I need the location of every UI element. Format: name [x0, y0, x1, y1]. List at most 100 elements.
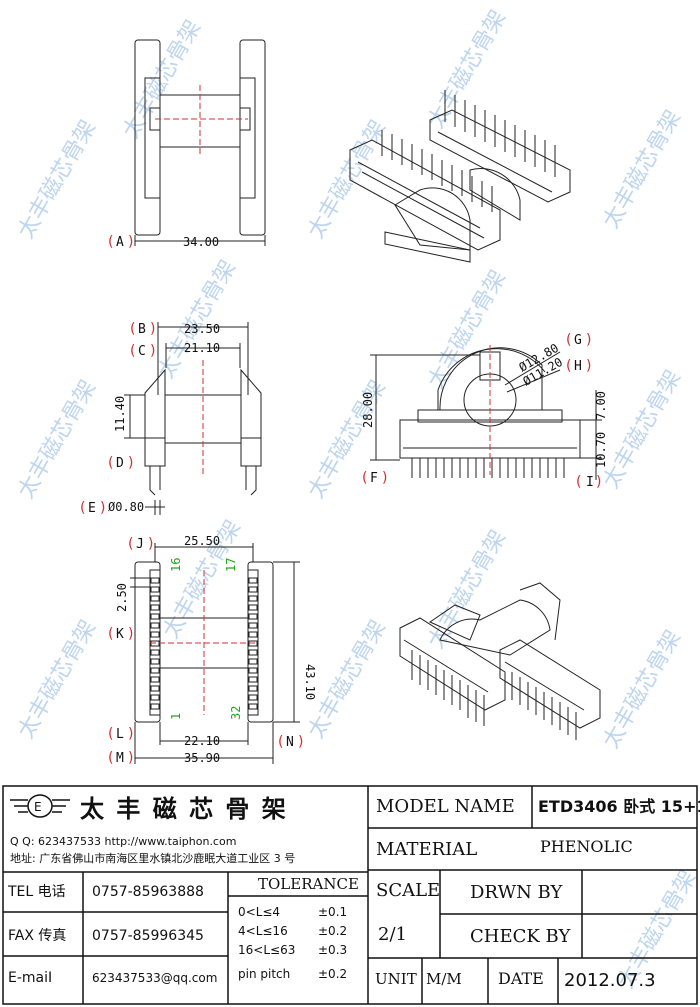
svg-text:): ) [298, 734, 303, 750]
label-f: F [370, 471, 378, 486]
svg-text:(: ( [130, 321, 135, 337]
scale-label: SCALE [376, 880, 440, 901]
watermark-15: 太丰磁芯骨架 [599, 626, 687, 753]
svg-text:): ) [382, 470, 387, 486]
email-label: E-maiI [8, 970, 52, 986]
drawn-by-label: DRWN BY [470, 882, 563, 903]
svg-text:): ) [128, 726, 133, 742]
pin-label-16: 16 [169, 558, 183, 572]
svg-text:): ) [128, 455, 133, 471]
svg-text:(: ( [362, 470, 367, 486]
svg-text:): ) [128, 626, 133, 642]
svg-text:): ) [148, 536, 153, 552]
pin-label-32: 32 [229, 706, 243, 720]
svg-text:(: ( [108, 234, 113, 250]
dim-7: 7.00 [594, 391, 608, 420]
iso-view-bottom [399, 582, 601, 740]
tol-value-3: ±0.3 [318, 943, 347, 957]
unit-label: UNIT [375, 970, 417, 988]
label-a: A [116, 235, 124, 250]
label-n: N [286, 735, 294, 750]
tel-value: 0757-85963888 [92, 884, 204, 900]
svg-text:): ) [150, 321, 155, 337]
material-value: PHENOLIC [540, 837, 633, 856]
watermark-6: 太丰磁芯骨架 [14, 376, 102, 503]
label-l: L [116, 727, 124, 742]
dim-11-40: 11.40 [113, 396, 127, 432]
check-by-label: CHECK BY [470, 926, 571, 947]
scale-value: 2/1 [378, 924, 407, 945]
view-front [370, 345, 602, 480]
model-name-label: MODEL NAME [376, 796, 515, 817]
dim-10-70: 10.70 [594, 432, 608, 468]
svg-text:): ) [586, 332, 591, 348]
watermark-2: 太丰磁芯骨架 [119, 16, 207, 143]
svg-text:(: ( [566, 358, 571, 374]
view-side [124, 322, 262, 515]
watermark-14: 太丰磁芯骨架 [424, 526, 512, 653]
fax-value: 0757-85996345 [92, 928, 204, 944]
label-g: G [574, 333, 582, 348]
title-block [2, 785, 698, 1005]
model-value: ETD3406 卧式 15+15 [538, 797, 700, 816]
svg-text:E: E [34, 800, 42, 814]
email-value: 623437533@qq.com [92, 971, 217, 985]
svg-text:): ) [596, 474, 601, 490]
label-k: K [116, 627, 124, 642]
pin-label-1: 1 [169, 713, 183, 720]
dim-34: 34.00 [183, 235, 219, 249]
dim-35-90: 35.90 [184, 751, 220, 765]
svg-text:): ) [100, 500, 105, 516]
svg-text:(: ( [130, 343, 135, 359]
label-h: H [574, 359, 582, 374]
svg-text:(: ( [576, 474, 581, 490]
view-top [134, 39, 266, 246]
svg-text:(: ( [278, 734, 283, 750]
pin-label-17: 17 [224, 558, 238, 572]
svg-text:(: ( [108, 726, 113, 742]
dim-pin-diameter: Ø0.80 [108, 500, 144, 514]
watermark-3: 太丰磁芯骨架 [304, 116, 392, 243]
svg-text:(: ( [80, 500, 85, 516]
svg-text:): ) [150, 343, 155, 359]
svg-text:(: ( [108, 455, 113, 471]
label-c: C [138, 344, 146, 359]
tolerance-title: TOLERANCE [258, 875, 359, 893]
dim-28: 28.00 [361, 392, 375, 428]
company-contact-line: Q Q: 623437533 http://www.taiphon.com [10, 835, 236, 848]
label-j: J [136, 537, 144, 552]
view-bottom [130, 543, 300, 764]
company-address: 地址: 广东省佛山市南海区里水镇北沙鹿眠大道工业区 3 号 [10, 851, 295, 865]
svg-text:(: ( [108, 626, 113, 642]
tol-value-4: ±0.2 [318, 967, 347, 981]
svg-text:): ) [586, 358, 591, 374]
watermark-11: 太丰磁芯骨架 [14, 616, 102, 743]
dim-23-50: 23.50 [184, 322, 220, 336]
watermark-10: 太丰磁芯骨架 [599, 366, 687, 493]
dim-2-50: 2.50 [115, 583, 129, 612]
watermark-1: 太丰磁芯骨架 [14, 116, 102, 243]
material-label: MATERIAL [376, 839, 477, 860]
label-b: B [138, 322, 146, 337]
svg-text:(: ( [108, 750, 113, 766]
watermark-8: 太丰磁芯骨架 [304, 376, 392, 503]
label-i: I [586, 475, 594, 490]
watermark-7: 太丰磁芯骨架 [154, 256, 242, 383]
label-m: M [116, 751, 124, 766]
tol-range-3: 16<L≤63 [238, 943, 295, 957]
watermark-4: 太丰磁芯骨架 [424, 6, 512, 133]
fax-label: FAX 传真 [8, 928, 66, 944]
tol-range-1: 0<L≤4 [238, 905, 280, 919]
company-name: 太 丰 磁 芯 骨 架 [80, 795, 288, 823]
tol-range-2: 4<L≤16 [238, 924, 288, 938]
tol-value-2: ±0.2 [318, 924, 347, 938]
date-value: 2012.07.3 [564, 970, 656, 991]
dim-25-50: 25.50 [184, 534, 220, 548]
watermark-5: 太丰磁芯骨架 [599, 106, 687, 233]
svg-text:(: ( [566, 332, 571, 348]
date-label: DATE [498, 969, 544, 988]
tol-range-4: pin pitch [238, 967, 290, 981]
svg-text:): ) [128, 750, 133, 766]
